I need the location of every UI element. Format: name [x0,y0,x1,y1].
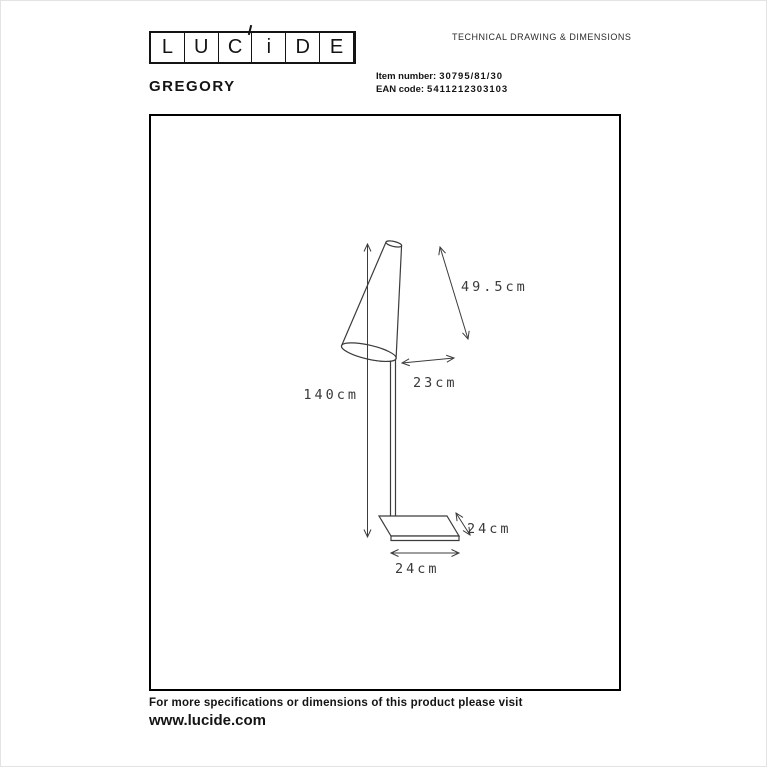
ean-label: EAN code: [376,84,425,95]
item-number-label: Item number: [376,71,437,82]
logo-letter: C [219,33,253,62]
logo-letter-text: D [295,36,310,58]
item-number-row: Item number:30795/81/30 [376,70,508,83]
footer-note: For more specifications or dimensions of… [149,697,523,709]
lamp-shade [340,240,403,363]
technical-drawing-frame: 140cm 49.5cm 23cm 24cm 24cm [149,114,621,691]
ean-value: 5411212303103 [427,84,509,95]
dim-label-height: 140cm [303,387,359,403]
lamp-base [377,515,461,542]
logo-letter-text: L [161,36,173,58]
logo-letter-text: C [227,36,243,58]
logo-letter: U [185,33,219,62]
dim-label-shade-diameter: 23cm [413,375,458,391]
dim-label-shade-length: 49.5cm [461,279,528,295]
logo-letter-text: i [266,36,272,58]
ean-row: EAN code:5411212303103 [376,83,508,96]
logo-letter-text: E [329,36,344,58]
lucide-logo: L U C i D E [149,24,356,64]
item-number-value: 30795/81/30 [439,71,504,82]
dim-line-shade-diameter [402,358,454,363]
logo-letter: D [286,33,321,62]
dim-label-base-width: 24cm [395,561,440,577]
dim-label-base-depth: 24cm [467,521,512,537]
dim-line-shade-length [440,247,468,339]
dim-line-base-depth [456,513,470,535]
dimension-lines [368,244,471,553]
document-type-label: TECHNICAL DRAWING & DIMENSIONS [452,32,632,42]
logo-letter: i [252,33,287,62]
lamp-drawing: 140cm 49.5cm 23cm 24cm 24cm [303,240,528,577]
logo-letter: L [151,33,185,62]
logo-letter-text: U [194,36,209,58]
product-codes: Item number:30795/81/30 EAN code:5411212… [376,70,508,96]
website-link[interactable]: www.lucide.com [149,712,266,729]
product-name: GREGORY [149,78,236,95]
logo-letter: E [320,33,354,62]
